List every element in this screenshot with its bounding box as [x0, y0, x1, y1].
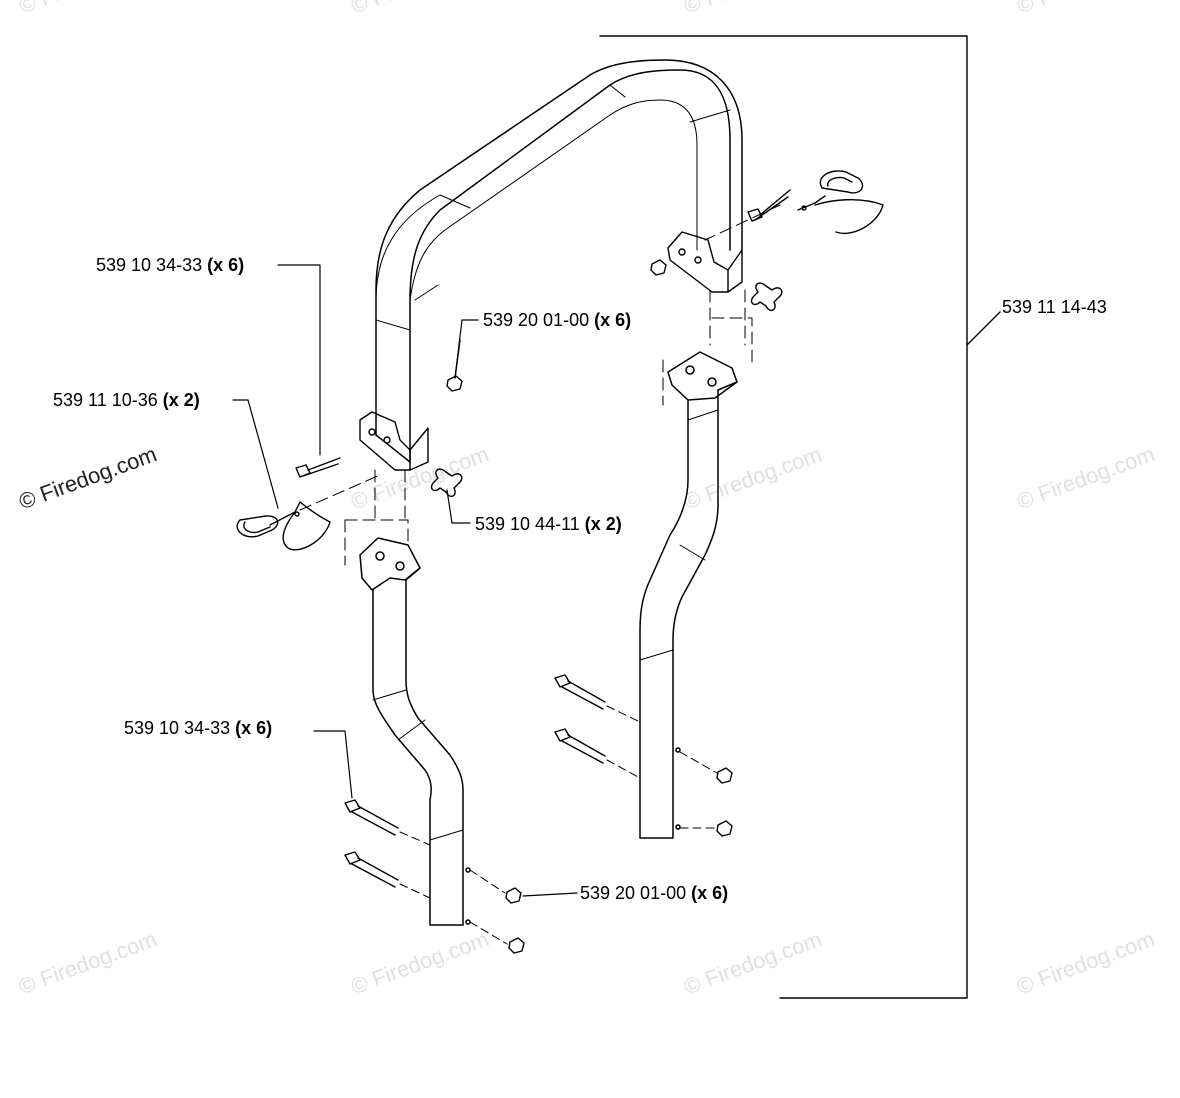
callout-quantity: (x 2): [162, 390, 200, 410]
upper-left-bolt: [295, 457, 341, 478]
right-lower-upright: [639, 351, 738, 839]
callout-part-number: 539 11 14-43: [1002, 297, 1107, 317]
callout-quantity: (x 6): [691, 883, 729, 903]
upper-right-nut: [650, 259, 667, 276]
callout-lower-bolt: 539 10 34-33 (x 6): [124, 718, 272, 738]
upper-right-bracket: [667, 231, 743, 293]
lower-left-nuts: [469, 869, 525, 954]
leader-539-11-14-43: [966, 311, 1001, 346]
leader-lines: [232, 264, 578, 897]
leader-upper-bolt: [277, 264, 321, 456]
leader-upper-nut: [454, 319, 479, 379]
callout-part-number: 539 20 01-00: [483, 310, 590, 330]
callout-roll-bar-assembly: 539 11 14-43: [1002, 297, 1107, 317]
callout-knob: 539 10 44-11 (x 2): [475, 514, 622, 534]
upper-left-bracket: [359, 411, 429, 471]
callout-upper-bolt: 539 10 34-33 (x 6): [96, 255, 244, 275]
leader-lynch-pin: [232, 399, 279, 509]
upper-right-knob: [750, 282, 783, 312]
leader-knob: [446, 489, 471, 524]
callout-upper-nut: 539 20 01-00 (x 6): [483, 310, 631, 330]
lower-right-bolts: [554, 674, 641, 779]
assembly-bracket: [599, 35, 968, 999]
upper-dashed-assembly-lines: [299, 204, 781, 566]
lower-left-bolts: [344, 799, 431, 899]
leader-lower-bolt: [313, 730, 353, 799]
left-lower-upright: [359, 537, 471, 926]
leader-lower-nut: [522, 892, 578, 897]
upper-left-lynch-pin: [236, 501, 331, 551]
callout-quantity: (x 6): [594, 310, 632, 330]
callout-quantity: (x 2): [584, 514, 622, 534]
upper-left-nut: [446, 339, 463, 392]
callout-part-number: 539 11 10-36: [53, 390, 158, 410]
upper-right-lynch-pin: [797, 170, 884, 234]
callout-part-number: 539 10 34-33: [96, 255, 203, 275]
callout-part-number: 539 10 34-33: [124, 718, 231, 738]
callout-part-number: 539 20 01-00: [580, 883, 687, 903]
upper-right-bolt: [747, 189, 791, 222]
lower-right-nuts: [679, 751, 733, 837]
upper-roll-bar: [375, 59, 743, 463]
callout-lower-nut: 539 20 01-00 (x 6): [580, 883, 728, 903]
callout-quantity: (x 6): [207, 255, 245, 275]
upper-left-knob: [430, 468, 463, 498]
callout-lynch-pin: 539 11 10-36 (x 2): [53, 390, 200, 410]
callout-part-number: 539 10 44-11: [475, 514, 580, 534]
callout-quantity: (x 6): [235, 718, 273, 738]
